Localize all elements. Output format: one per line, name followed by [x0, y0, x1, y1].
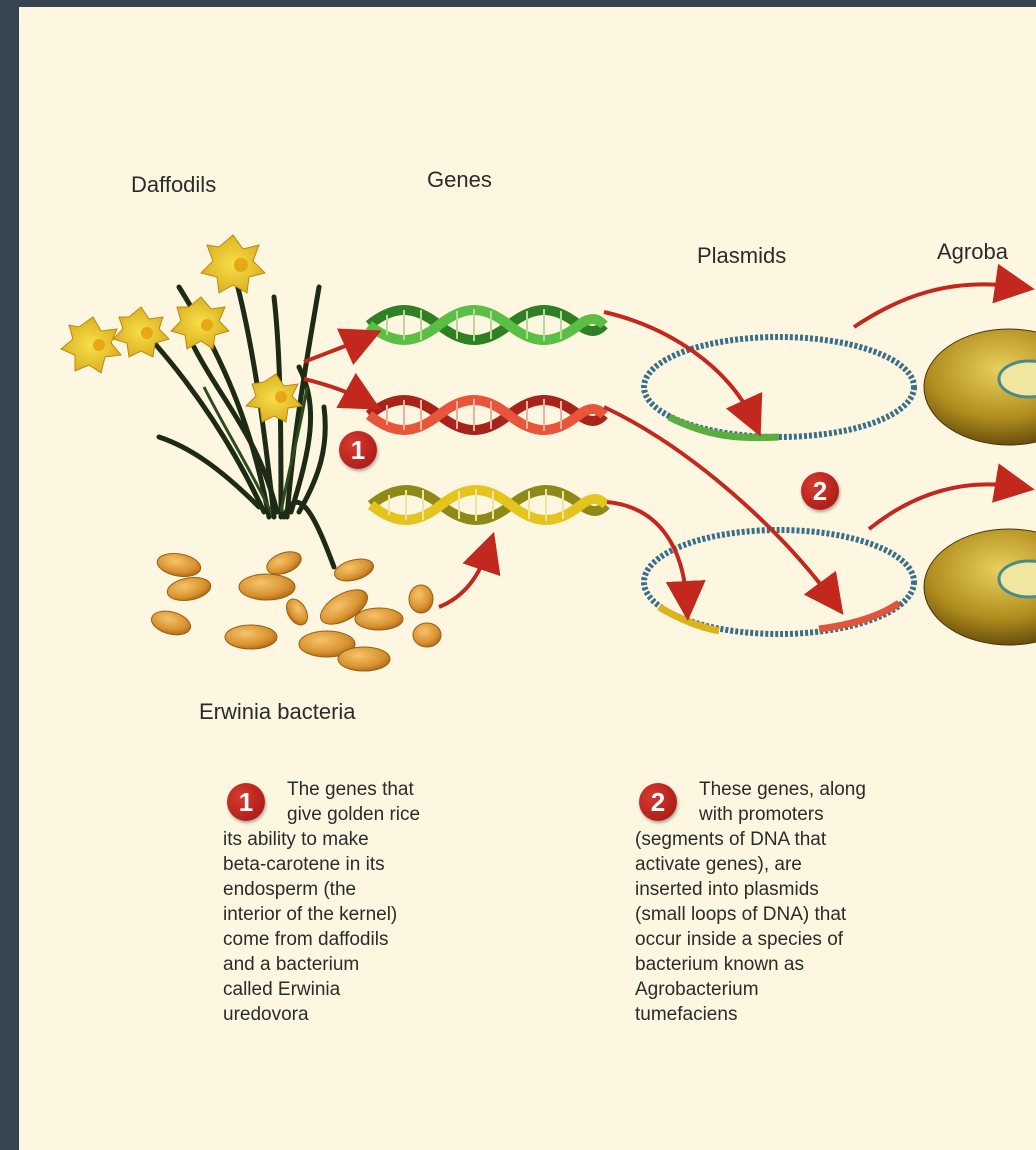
- caption-2-line: occur inside a species of: [635, 927, 965, 952]
- gene-helix-yellow: [371, 489, 606, 521]
- caption-1-line: beta-carotene in its: [223, 852, 523, 877]
- erwinia-bacteria-illustration: [149, 547, 441, 671]
- caption-2-line: activate genes), are: [635, 852, 965, 877]
- flow-arrows: [304, 284, 1019, 607]
- label-erwinia-bacteria: Erwinia bacteria: [199, 699, 356, 725]
- caption-1-line: interior of the kernel): [223, 902, 523, 927]
- caption-2-line: (small loops of DNA) that: [635, 902, 965, 927]
- caption-step-2: These genes, along with promoters (segme…: [635, 777, 965, 1027]
- caption-1-line: give golden rice: [223, 802, 523, 827]
- caption-2-line: (segments of DNA that: [635, 827, 965, 852]
- caption-2-line: with promoters: [635, 802, 965, 827]
- step-2-badge: 2: [801, 472, 839, 510]
- label-plasmids: Plasmids: [697, 243, 786, 269]
- caption-1-line: endosperm (the: [223, 877, 523, 902]
- step-1-badge: 1: [339, 431, 377, 469]
- label-genes: Genes: [427, 167, 492, 193]
- caption-2-line: inserted into plasmids: [635, 877, 965, 902]
- label-agrobacterium: Agroba: [937, 239, 1008, 265]
- gene-helix-red: [369, 399, 604, 431]
- plasmid-top: [644, 337, 914, 438]
- caption-2-line: These genes, along: [635, 777, 965, 802]
- label-daffodils: Daffodils: [131, 172, 216, 198]
- caption-1-line: called Erwinia: [223, 977, 523, 1002]
- caption-1-line: uredovora: [223, 1002, 523, 1027]
- diagram-panel: Daffodils Genes Plasmids Agroba Erwinia …: [19, 7, 1036, 1150]
- caption-1-line: and a bacterium: [223, 952, 523, 977]
- caption-2-line: Agrobacterium: [635, 977, 965, 1002]
- caption-2-line: bacterium known as: [635, 952, 965, 977]
- caption-1-line: come from daffodils: [223, 927, 523, 952]
- caption-step-1: The genes that give golden rice its abil…: [223, 777, 523, 1027]
- caption-1-line: The genes that: [223, 777, 523, 802]
- daffodils-illustration: [61, 235, 334, 567]
- caption-2-line: tumefaciens: [635, 1002, 965, 1027]
- caption-1-line: its ability to make: [223, 827, 523, 852]
- agrobacterium-cells: [924, 329, 1036, 645]
- gene-helix-green: [369, 309, 604, 341]
